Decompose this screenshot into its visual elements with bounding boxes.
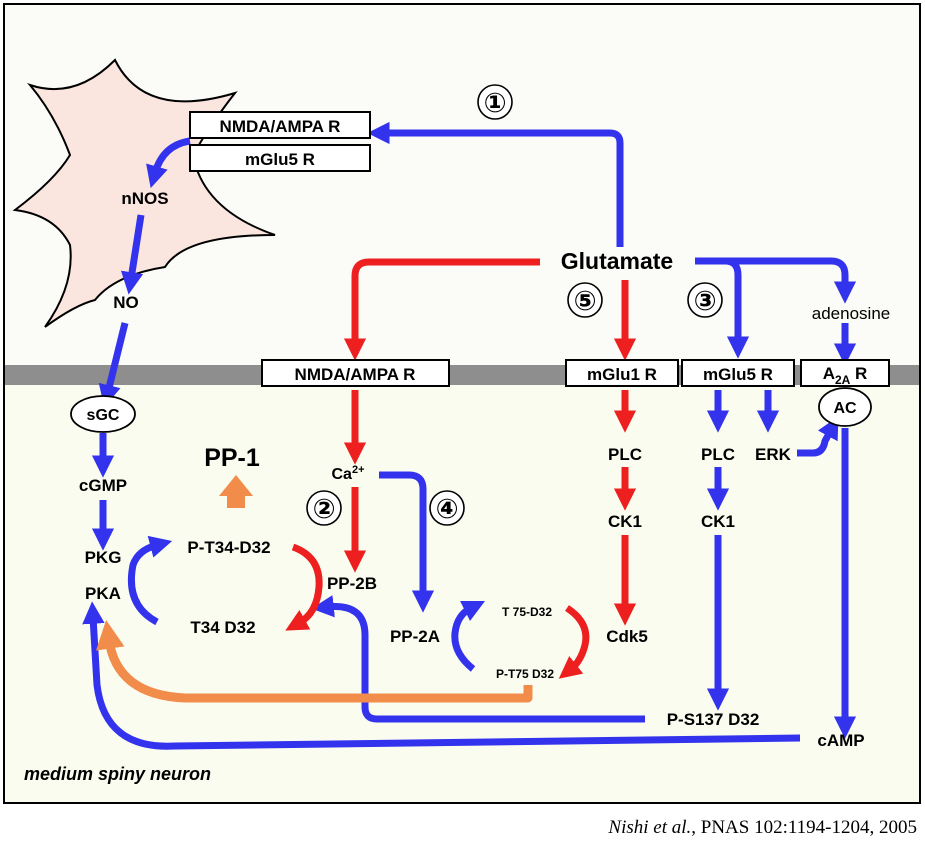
diagram-frame: NMDA/AMPA R mGlu5 R nNOS NO Glutamate ad… [3, 3, 921, 804]
no-label: NO [113, 293, 139, 312]
presynaptic-nmda-ampa-r-box [189, 111, 371, 139]
arrow-no-to-sgc [98, 322, 129, 408]
camp-label: cAMP [817, 731, 864, 750]
arrow-glutamate-to-presynaptic [367, 121, 624, 247]
arrow-t75-to-pt75 [558, 605, 590, 679]
ca2-label: Ca2+ [332, 464, 365, 483]
ck1-mglu5-label: CK1 [701, 512, 735, 531]
arrow-nnos-to-no [120, 214, 145, 295]
arrow-glutamate-to-nmda [343, 258, 540, 361]
arrow-ps137-to-t34d32 [311, 595, 645, 723]
step-5-label: ⑤ [574, 286, 597, 316]
ac-label: AC [833, 400, 857, 417]
pp2a-label: PP-2A [390, 627, 440, 646]
presynaptic-nmda-ampa-r-label: NMDA/AMPA R [220, 117, 341, 136]
arrow-pt75-to-t75 [451, 600, 486, 672]
arrow-glutamate-to-adenosine [695, 257, 857, 304]
presynaptic-mglu5-r-box [189, 144, 371, 172]
a2a-r-box [800, 359, 890, 387]
erk-label: ERK [755, 445, 792, 464]
pp1-label: PP-1 [204, 444, 260, 472]
pka-label: PKA [85, 584, 121, 603]
sgc-label: sGC [87, 407, 120, 424]
plc-mglu5-label: PLC [701, 445, 735, 464]
nmda-ampa-r-label: NMDA/AMPA R [295, 365, 416, 384]
arrow-receptor-to-nnos [146, 137, 191, 189]
arrow-erk-to-ac [797, 416, 839, 457]
plc-mglu1-label: PLC [608, 445, 642, 464]
mglu1-r-box [565, 359, 679, 387]
arrow-pt34-to-t34 [285, 543, 323, 631]
arrow-pt75-to-pka [95, 620, 533, 703]
p-s137-d32-label: P-S137 D32 [667, 710, 760, 729]
adenosine-label: adenosine [812, 304, 890, 323]
nnos-label: nNOS [121, 189, 168, 208]
glutamate-label: Glutamate [561, 248, 673, 274]
cgmp-label: cGMP [79, 476, 127, 495]
signaling-diagram: NMDA/AMPA R mGlu5 R nNOS NO Glutamate ad… [12, 58, 890, 784]
p-t34-d32-label: P-T34-D32 [187, 538, 270, 557]
t75-d32-label: T 75-D32 [502, 605, 552, 619]
step-2-label: ② [313, 494, 336, 524]
step-3-label: ③ [694, 286, 717, 316]
circle-4-bg [429, 490, 465, 526]
pp2b-label: PP-2B [327, 574, 377, 593]
a2a-r-label: A2A R [823, 364, 868, 387]
sgc-ellipse [70, 395, 136, 433]
ac-ellipse [818, 387, 872, 427]
cdk5-label: Cdk5 [606, 627, 648, 646]
circle-5-bg [567, 282, 603, 318]
ck1-mglu1-label: CK1 [608, 512, 642, 531]
citation: Nishi et al., PNAS 102:1194-1204, 2005 [480, 817, 917, 839]
circle-1-bg [477, 84, 513, 120]
arrow-ca-to-pp2a [379, 471, 435, 613]
citation-authors: Nishi et al. [608, 817, 692, 838]
p-t75-d32-label: P-T75 D32 [496, 667, 554, 681]
t34-d32-label: T34 D32 [190, 618, 255, 637]
mglu5-r-box [681, 359, 795, 387]
step-4-label: ④ [436, 494, 459, 524]
pp1-up-arrow [219, 475, 253, 508]
presynaptic-mglu5-r-label: mGlu5 R [245, 150, 315, 169]
mglu5-r-label: mGlu5 R [703, 365, 773, 384]
arrow-camp-to-pka [82, 601, 801, 750]
circle-2-bg [306, 490, 342, 526]
pkg-label: PKG [85, 548, 122, 567]
citation-rest: , PNAS 102:1194-1204, 2005 [691, 817, 917, 838]
arrow-t34d32-to-pt34d32 [127, 535, 173, 626]
step-1-label: ① [484, 88, 507, 118]
mglu1-r-label: mGlu1 R [587, 365, 657, 384]
cell-type-label: medium spiny neuron [24, 764, 211, 784]
circle-3-bg [687, 282, 723, 318]
nmda-ampa-r-box [261, 359, 450, 387]
